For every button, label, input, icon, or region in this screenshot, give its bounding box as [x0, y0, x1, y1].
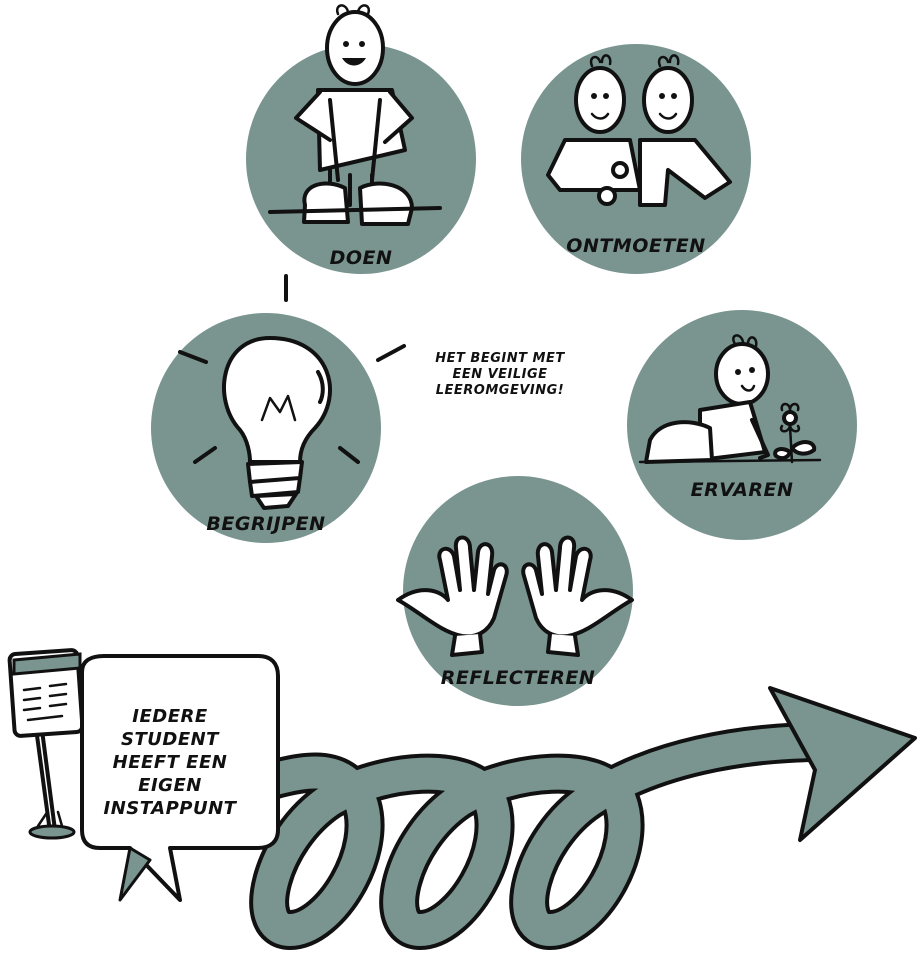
stage-ervaren: ERVAREN — [627, 310, 857, 540]
bubble-line-4: EIGEN — [138, 775, 202, 796]
bubble-line-3: HEEFT EEN — [113, 752, 228, 773]
stage-label-reflecteren: REFLECTEREN — [441, 667, 596, 689]
signpost-icon — [9, 650, 83, 838]
bubble-line-1: IEDERE — [132, 706, 208, 727]
stage-label-begrijpen: BEGRIJPEN — [206, 513, 325, 535]
center-note-line-2: EEN VEILIGE — [452, 367, 547, 382]
stage-ontmoeten: ONTMOETEN — [521, 44, 751, 274]
spiral-arrow-icon — [240, 688, 915, 930]
center-note-line-1: HET BEGINT MET — [435, 351, 565, 366]
stage-doen: DOEN — [246, 5, 476, 274]
center-note: HET BEGINT MET EEN VEILIGE LEEROMGEVING! — [435, 351, 565, 398]
bubble-line-2: STUDENT — [121, 729, 220, 750]
bubble-line-5: INSTAPPUNT — [104, 798, 238, 819]
stage-label-doen: DOEN — [330, 247, 393, 269]
stage-label-ontmoeten: ONTMOETEN — [566, 235, 705, 257]
center-note-line-3: LEEROMGEVING! — [436, 383, 564, 398]
stage-begrijpen: BEGRIJPEN — [151, 276, 404, 543]
speech-bubble: IEDERE STUDENT HEEFT EEN EIGEN INSTAPPUN… — [82, 656, 278, 900]
stage-label-ervaren: ERVAREN — [691, 479, 794, 501]
stage-reflecteren: REFLECTEREN — [398, 476, 633, 706]
